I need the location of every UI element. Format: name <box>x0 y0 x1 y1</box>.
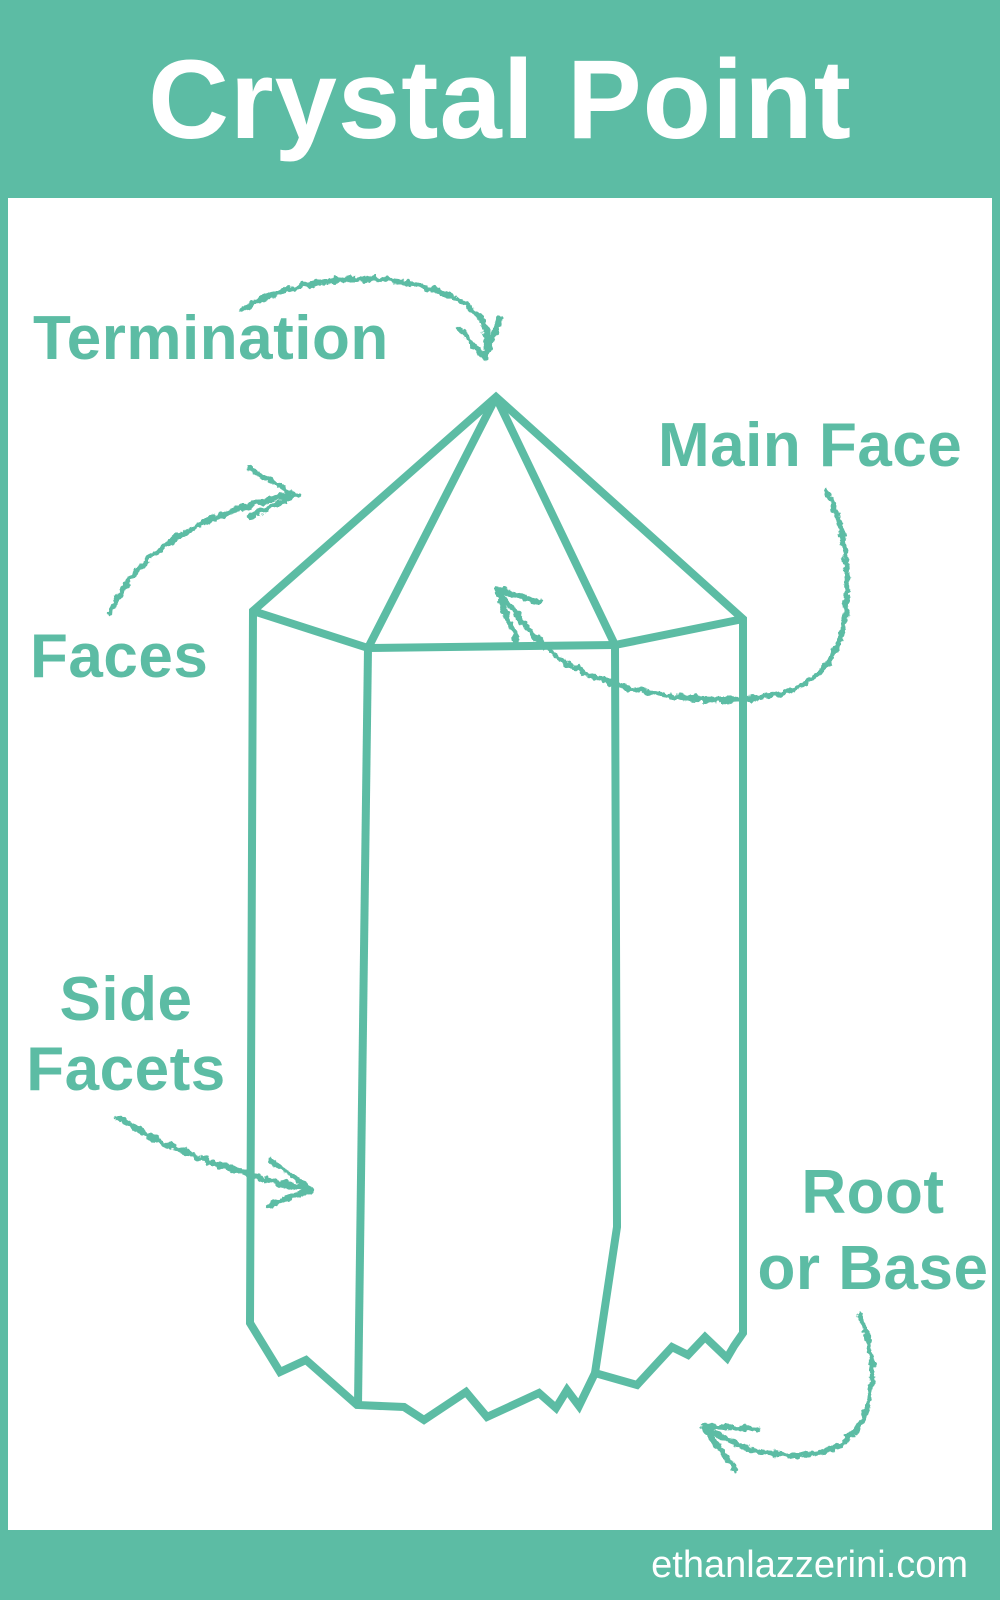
crystal-edge-main-face-top <box>367 641 616 652</box>
crystal-edge-front-right <box>591 644 622 1374</box>
annotation-arrows <box>107 276 875 1472</box>
root-or-base-label-line2: or Base <box>757 1234 989 1303</box>
side-facets-label-line2: Facets <box>26 1035 226 1104</box>
content-area <box>8 198 992 1530</box>
watermark-text: ethanlazzerini.com <box>651 1543 968 1586</box>
crystal-outline <box>245 391 747 1425</box>
termination-label: Termination <box>33 304 389 373</box>
main-face-arrow-icon <box>494 488 850 703</box>
faces-arrow-icon <box>107 466 299 616</box>
page-title: Crystal Point <box>148 36 852 162</box>
crystal-edge-right-facet-top <box>614 615 744 649</box>
crystal-edge-left-facet-top <box>251 607 370 652</box>
crystal-edge-termination-right <box>492 395 619 647</box>
root-or-base-arrow-icon <box>700 1312 875 1472</box>
root-or-base-label-line1: Root <box>801 1158 945 1227</box>
footer-band: ethanlazzerini.com <box>0 1530 1000 1600</box>
main-face-label: Main Face <box>658 411 963 480</box>
side-facets-label: Side Facets <box>15 965 237 1105</box>
crystal-silhouette <box>245 391 747 1425</box>
crystal-edge-front-left <box>354 647 372 1406</box>
root-or-base-label: Root or Base <box>742 1155 1000 1307</box>
faces-label: Faces <box>30 622 209 691</box>
side-facets-arrow-icon <box>115 1114 314 1209</box>
termination-arrow-icon <box>239 276 503 361</box>
crystal-edge-termination-left <box>364 395 500 650</box>
header-band: Crystal Point <box>0 0 1000 198</box>
side-facets-label-line1: Side <box>59 965 193 1034</box>
